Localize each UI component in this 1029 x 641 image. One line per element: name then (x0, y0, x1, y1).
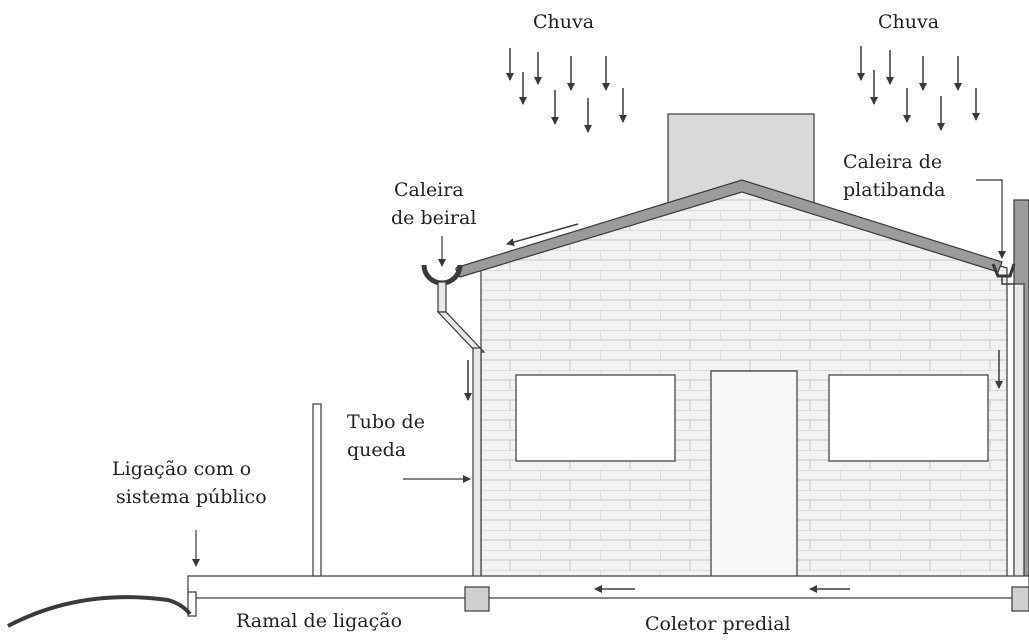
left-window (515, 374, 676, 462)
ground-collector-pipe (187, 403, 1029, 617)
leader-lines (192, 179, 1006, 567)
downpipe-label-line2: queda (347, 439, 407, 461)
downpipe-left (436, 281, 486, 589)
public-connection-label-line2: sistema público (116, 486, 267, 508)
eave-gutter (421, 264, 463, 286)
rain-label-left: Chuva (533, 11, 595, 33)
rain-arrows-left (506, 48, 627, 133)
roof (454, 179, 1003, 278)
public-connection-label-line1: Ligação com o (112, 458, 252, 480)
public-system-pipe (7, 595, 192, 628)
right-window (828, 374, 989, 462)
building-collector-label: Coletor predial (645, 613, 791, 635)
eave-gutter-label-line2: de beiral (391, 207, 477, 229)
parapet-gutter-label-line1: Caleira de (843, 151, 943, 173)
inspection-box-right (1011, 586, 1029, 612)
inspection-box-left (464, 586, 490, 612)
eave-gutter-label-line1: Caleira (394, 179, 464, 201)
downpipe-label-line1: Tubo de (347, 411, 425, 433)
branch-connection-label: Ramal de ligação (236, 610, 403, 632)
rain-label-right: Chuva (878, 11, 940, 33)
door (710, 370, 798, 579)
parapet-gutter-label-line2: platibanda (843, 179, 946, 201)
parapet-right (991, 199, 1029, 579)
rain-arrows-right (857, 46, 980, 131)
roof-flow-arrow (506, 223, 579, 246)
